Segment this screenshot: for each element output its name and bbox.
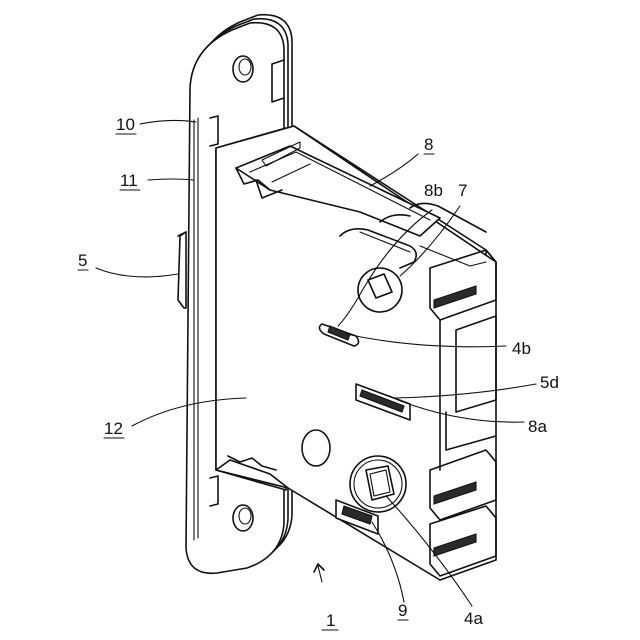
label-8: 8 [424,135,433,154]
bolt-tab [178,232,186,308]
label-1: 1 [326,611,335,630]
label-9: 9 [398,601,407,620]
label-12: 12 [104,419,123,438]
label-4a: 4a [464,609,483,628]
label-5d: 5d [540,373,559,392]
label-10: 10 [116,115,135,134]
label-5: 5 [78,251,87,270]
label-11: 11 [120,171,138,190]
label-7: 7 [458,181,467,200]
label-8a: 8a [528,417,547,436]
label-4b: 4b [512,339,531,358]
label-8b: 8b [424,181,443,200]
